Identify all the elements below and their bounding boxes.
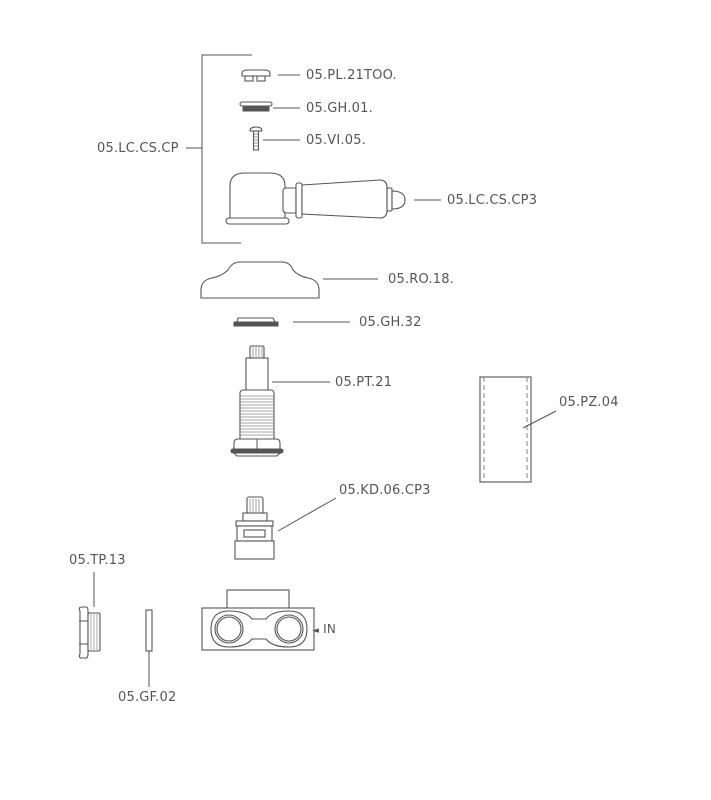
rosette-part bbox=[200, 261, 378, 299]
inlet-indicator: ◄ IN bbox=[312, 622, 336, 639]
part-label-screw: 05.VI.05. bbox=[306, 133, 367, 148]
screw-part bbox=[249, 126, 300, 151]
group-bracket bbox=[186, 54, 252, 244]
part-label-cap: 05.PL.21TOO. bbox=[306, 68, 397, 83]
inlet-arrow-icon: ◄ bbox=[312, 626, 320, 636]
part-label-lever-handle: 05.LC.CS.CP3 bbox=[447, 193, 538, 208]
plug-part bbox=[78, 572, 101, 659]
gasket-mid-part bbox=[233, 317, 350, 327]
part-label-gasket-mid: 05.GH.32 bbox=[359, 315, 422, 330]
inlet-label: IN bbox=[323, 622, 337, 636]
sleeve-part bbox=[479, 376, 557, 483]
lever-handle-part bbox=[225, 172, 441, 225]
valve-body-part bbox=[201, 589, 315, 651]
part-label-spindle: 05.PT.21 bbox=[335, 375, 393, 390]
part-label-rosette: 05.RO.18. bbox=[388, 272, 455, 287]
part-label-gasket-top: 05.GH.01. bbox=[306, 101, 373, 116]
part-label-washer: 05.GF.02 bbox=[118, 690, 177, 705]
washer-part bbox=[145, 609, 153, 687]
part-label-cartridge: 05.KD.06.CP3 bbox=[339, 483, 431, 498]
cartridge-part bbox=[234, 496, 337, 560]
part-label-plug: 05.TP.13 bbox=[69, 553, 126, 568]
cap-part bbox=[241, 69, 300, 82]
spindle-part bbox=[230, 345, 330, 457]
part-label-sleeve: 05.PZ.04 bbox=[559, 395, 619, 410]
gasket-top-part bbox=[239, 101, 300, 112]
group-label: 05.LC.CS.CP bbox=[97, 141, 179, 156]
